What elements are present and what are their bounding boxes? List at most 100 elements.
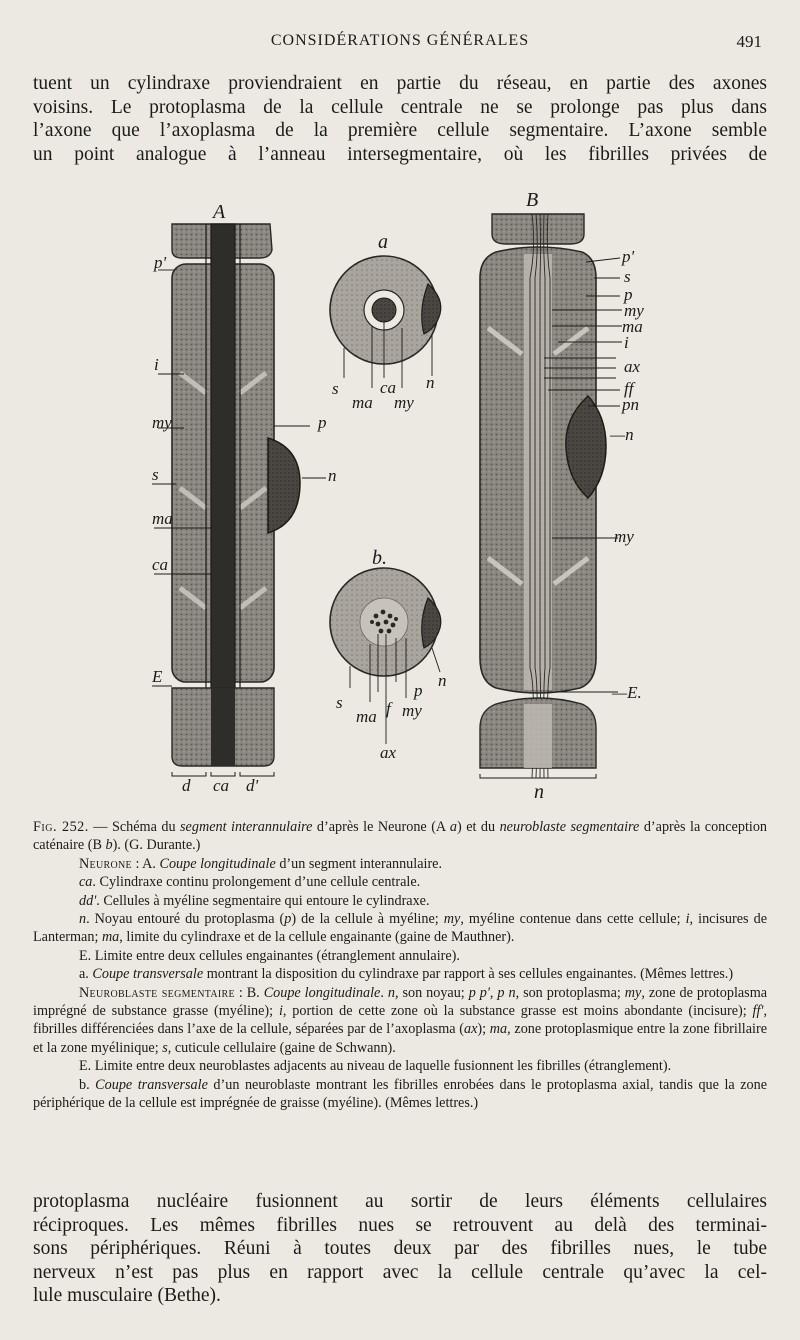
label-B-i: i xyxy=(624,333,629,352)
panel-B-title: B xyxy=(526,189,538,211)
caption-em: my xyxy=(443,911,461,928)
text-line: voisins. Le protoplasma de la cellule ce… xyxy=(33,96,767,118)
nucleus-B xyxy=(565,394,607,500)
leaders-B xyxy=(544,257,622,693)
caption-text: , xyxy=(489,984,498,1001)
caption-em: segment interannulaire xyxy=(180,819,313,835)
caption-text: , zone de protoplasma imprégné de substa… xyxy=(33,984,768,1020)
caption-em: my xyxy=(624,984,642,1001)
caption-em: Coupe transversale xyxy=(92,966,204,983)
caption-text: a. xyxy=(79,966,93,983)
label-p: p xyxy=(317,413,327,432)
caption-ca: ca. Cylindraxe continu prolongement d’un… xyxy=(33,873,767,891)
caption-text: d’après la conception caténaire (B xyxy=(33,819,768,854)
nucleus-b xyxy=(421,596,442,649)
caption-n: n. Noyau entouré du protoplasma (p) de l… xyxy=(33,910,767,947)
panel-A: A xyxy=(151,201,337,795)
panel-b: b. xyxy=(329,547,447,762)
caption-em: n xyxy=(79,911,87,928)
caption-em: s xyxy=(162,1039,168,1056)
caption-em: Coupe longitudinale xyxy=(159,855,276,872)
caption-em: i xyxy=(685,911,690,928)
caption-em: ma xyxy=(101,929,120,946)
label-a-s: s xyxy=(332,379,339,398)
caption-em: ff' xyxy=(752,1003,764,1020)
text-line: l’axone que l’axoplasma de la première c… xyxy=(33,120,767,141)
label-B-pn: pn xyxy=(621,395,639,414)
label-B-ma: ma xyxy=(622,317,643,336)
caption-text: d’après le Neurone (A xyxy=(312,819,450,835)
figure-caption: Fig. 252. — Schéma du segment interannul… xyxy=(33,818,767,1113)
panel-a: a s ma ca my n xyxy=(329,231,442,412)
caption-em: ax xyxy=(464,1021,478,1038)
bottom-bracket-B xyxy=(479,774,597,779)
text-line: un point analogue à l’anneau intersegmen… xyxy=(33,143,767,165)
caption-E2: E. Limite entre deux neuroblastes adjace… xyxy=(79,1058,672,1075)
text-line: nerveux n’est pas plus en rapport avec l… xyxy=(33,1261,767,1283)
running-head: CONSIDÉRATIONS GÉNÉRALES 491 xyxy=(0,30,800,54)
caption-text: . xyxy=(380,984,388,1001)
label-B-ax: ax xyxy=(624,357,641,376)
label-B-ff: ff xyxy=(624,379,636,398)
figure-drawing: A xyxy=(151,189,644,803)
leaders-A xyxy=(152,269,326,687)
caption-em: neuroblaste segmentaire xyxy=(499,819,640,835)
body-text-bottom: protoplasma nucléaire fusionnent au sort… xyxy=(33,1190,767,1308)
label-B-p: p xyxy=(623,285,633,304)
label-i: i xyxy=(154,355,159,374)
label-B-E: —E. xyxy=(611,683,642,702)
nucleus-a xyxy=(421,282,442,335)
caption-em: ma xyxy=(489,1021,508,1038)
running-title: CONSIDÉRATIONS GÉNÉRALES xyxy=(270,32,530,49)
caption-text: ) de la cellule à myéline; xyxy=(291,911,444,928)
caption-sc: Neuroblaste segmentaire xyxy=(79,984,235,1001)
caption-neurone: Neurone : A. Coupe longitudinale d’un se… xyxy=(33,855,767,873)
label-B-n: —n xyxy=(609,425,634,444)
caption-text: : A. xyxy=(131,855,160,872)
label-d: d xyxy=(182,776,191,795)
cylindraxe-A xyxy=(210,223,236,765)
caption-text: ). (G. Durante.) xyxy=(112,837,201,854)
caption-text: montrant la disposition du cylindraxe pa… xyxy=(203,966,734,983)
caption-text: , cuticule cellulaire (gaine de Schwann)… xyxy=(167,1039,396,1056)
caption-a: a. Coupe transversale montrant la dispos… xyxy=(33,965,767,983)
panel-A-title: A xyxy=(211,201,226,223)
caption-em: Coupe transversale xyxy=(95,1076,208,1093)
label-b-s: s xyxy=(336,693,343,712)
text-line: protoplasma nucléaire fusionnent au sort… xyxy=(33,1191,767,1212)
caption-sc: Neurone xyxy=(79,855,132,872)
caption-em: p xyxy=(284,911,292,928)
label-ca: ca xyxy=(152,555,168,574)
caption-text: , son noyau; xyxy=(394,984,469,1001)
caption-text: : B. xyxy=(234,984,264,1001)
caption-text: . Noyau entouré du protoplasma ( xyxy=(86,911,285,928)
label-b-n: n xyxy=(438,671,447,690)
panel-b-title: b. xyxy=(372,547,387,569)
label-B-n-bottom: n xyxy=(534,781,544,803)
caption-E: E. Limite entre deux cellules engainante… xyxy=(79,947,460,964)
caption-text: , myéline contenue dans cette cellule; xyxy=(460,911,686,928)
text-line: sons périphériques. Réuni à toutes deux … xyxy=(33,1238,767,1259)
incisures-B xyxy=(486,326,590,586)
label-B-p-prime: p' xyxy=(621,247,635,266)
caption-em: i xyxy=(278,1003,283,1020)
label-b-f: f xyxy=(386,699,393,718)
caption-dd: dd'. Cellules à myéline segmentaire qui … xyxy=(33,892,767,910)
incisures xyxy=(178,371,268,610)
caption-text: d’un segment interannulaire. xyxy=(275,855,443,872)
label-d-prime: d' xyxy=(246,776,259,795)
caption-em: b xyxy=(105,837,113,854)
label-a-n: n xyxy=(426,373,435,392)
panel-B: B xyxy=(479,189,644,803)
text-line: lule musculaire (Bethe). xyxy=(33,1285,221,1306)
fibrils-b xyxy=(370,609,398,634)
label-ca-bottom: ca xyxy=(213,776,229,795)
caption-em: Coupe longitudinale xyxy=(263,984,381,1001)
caption-em: p p' xyxy=(468,984,490,1001)
caption-text: . Cylindraxe continu prolongement d’une … xyxy=(92,874,421,891)
caption-text: b. xyxy=(79,1076,96,1093)
label-a-my: my xyxy=(394,393,414,412)
text-line: réciproques. Les mêmes fibrilles nues se… xyxy=(33,1214,767,1236)
label-b-ma: ma xyxy=(356,707,377,726)
